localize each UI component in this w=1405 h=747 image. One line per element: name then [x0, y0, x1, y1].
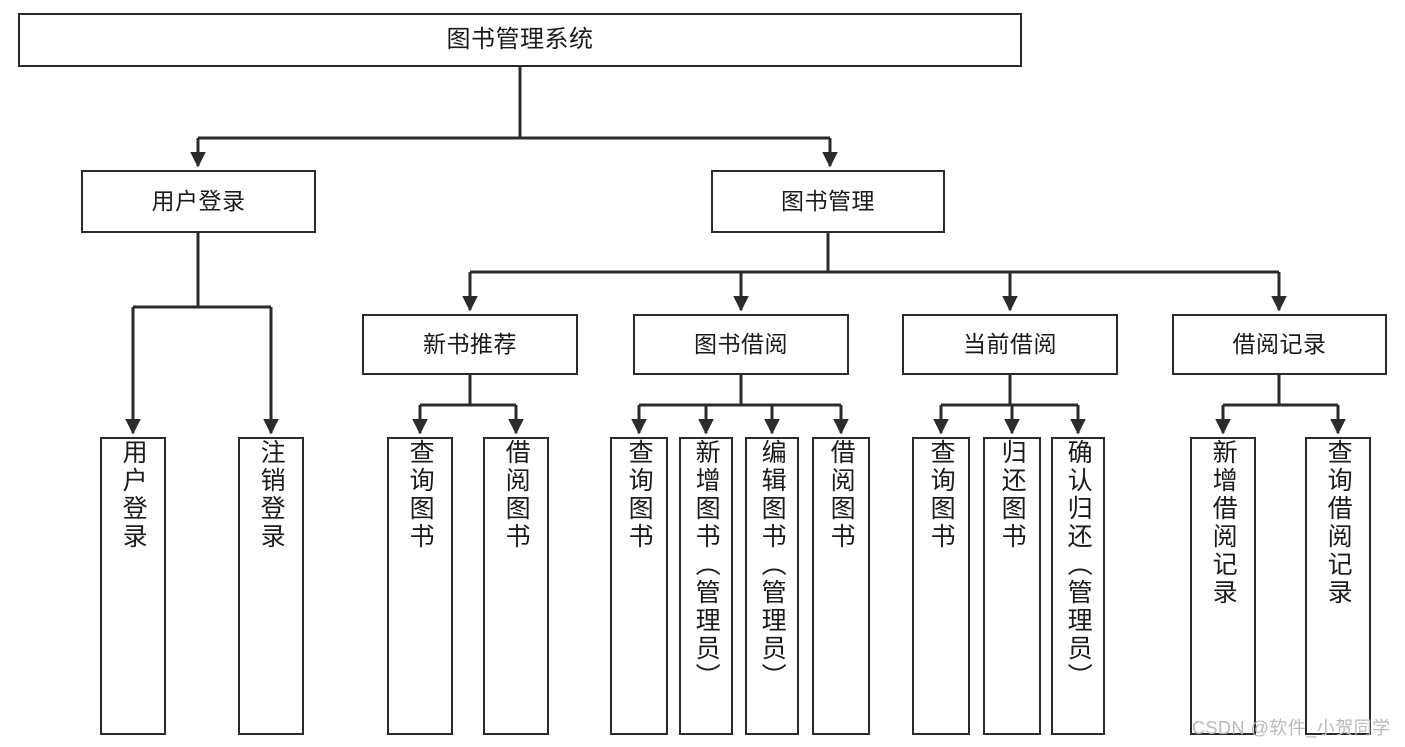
node-root-label: 图书管理系统 [446, 26, 594, 54]
node-user-login-action-label: 用户登录 [119, 439, 148, 551]
node-current-borrow-label: 当前借阅 [963, 331, 1057, 358]
node-root[interactable]: 图书管理系统 [18, 13, 1022, 67]
node-confirm-return-admin-label: 确认归还（管理员） [1064, 439, 1093, 691]
node-book-management[interactable]: 图书管理 [711, 170, 945, 233]
node-add-book-admin[interactable]: 新增图书（管理员） [679, 437, 733, 735]
node-user-login-label: 用户登录 [151, 188, 246, 215]
node-borrow-book-1[interactable]: 借阅图书 [483, 437, 549, 735]
node-borrow-records[interactable]: 借阅记录 [1172, 314, 1387, 375]
node-user-logout-action-label: 注销登录 [257, 439, 286, 551]
node-book-management-label: 图书管理 [781, 188, 875, 215]
node-confirm-return-admin[interactable]: 确认归还（管理员） [1051, 437, 1105, 735]
node-book-borrow[interactable]: 图书借阅 [633, 314, 849, 375]
node-book-borrow-label: 图书借阅 [694, 331, 788, 358]
node-borrow-records-label: 借阅记录 [1232, 331, 1327, 358]
node-query-borrow-record[interactable]: 查询借阅记录 [1305, 437, 1371, 735]
node-user-logout-action[interactable]: 注销登录 [238, 437, 304, 735]
node-current-borrow[interactable]: 当前借阅 [902, 314, 1118, 375]
csdn-watermark: CSDN @软件_小贺同学 [1192, 718, 1391, 738]
node-borrow-book-2[interactable]: 借阅图书 [812, 437, 870, 735]
node-new-book-recommend-label: 新书推荐 [423, 331, 517, 358]
node-return-book[interactable]: 归还图书 [983, 437, 1041, 735]
node-borrow-book-1-label: 借阅图书 [502, 439, 531, 551]
node-add-borrow-record-label: 新增借阅记录 [1209, 439, 1238, 607]
node-add-book-admin-label: 新增图书（管理员） [692, 439, 721, 691]
node-return-book-label: 归还图书 [998, 439, 1027, 551]
node-edit-book-admin[interactable]: 编辑图书（管理员） [745, 437, 799, 735]
node-query-borrow-record-label: 查询借阅记录 [1324, 439, 1353, 607]
node-query-book-2-label: 查询图书 [625, 439, 654, 551]
node-query-book-2[interactable]: 查询图书 [610, 437, 668, 735]
node-query-book-1-label: 查询图书 [406, 439, 435, 551]
node-borrow-book-2-label: 借阅图书 [827, 439, 856, 551]
node-query-book-3-label: 查询图书 [927, 439, 956, 551]
node-query-book-1[interactable]: 查询图书 [387, 437, 453, 735]
node-user-login[interactable]: 用户登录 [81, 170, 316, 233]
node-add-borrow-record[interactable]: 新增借阅记录 [1190, 437, 1256, 735]
node-edit-book-admin-label: 编辑图书（管理员） [758, 439, 787, 691]
node-query-book-3[interactable]: 查询图书 [912, 437, 970, 735]
node-user-login-action[interactable]: 用户登录 [100, 437, 166, 735]
node-new-book-recommend[interactable]: 新书推荐 [362, 314, 578, 375]
